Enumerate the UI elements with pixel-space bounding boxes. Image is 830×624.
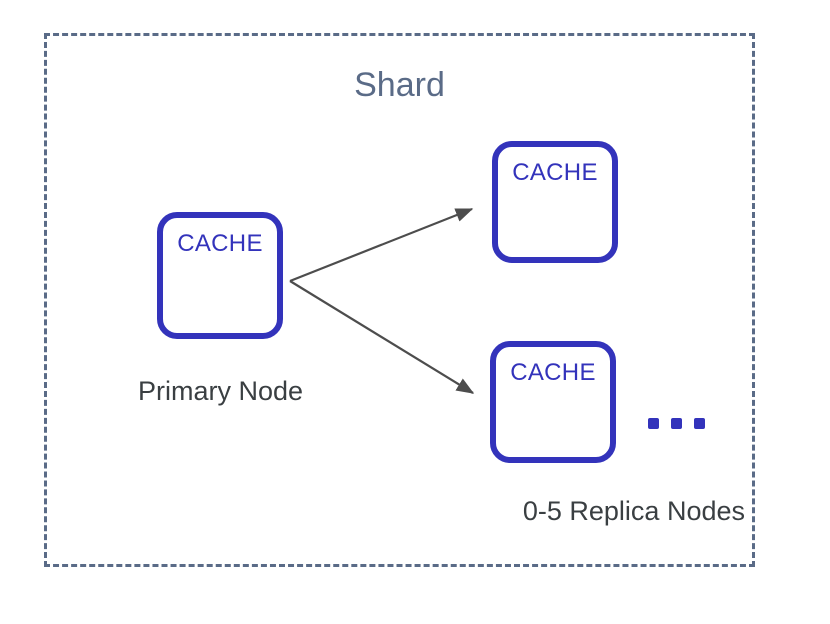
replica-nodes-caption: 0-5 Replica Nodes — [522, 496, 745, 526]
cache-node-replica-2[interactable]: CACHE — [490, 341, 616, 463]
ellipsis-dot — [671, 418, 682, 429]
ellipsis-icon — [648, 418, 705, 429]
cache-node-label: CACHE — [177, 230, 263, 257]
cache-node-label: CACHE — [510, 359, 596, 386]
cache-node-primary[interactable]: CACHE — [157, 212, 283, 339]
cache-node-label: CACHE — [512, 159, 598, 186]
shard-boundary — [44, 33, 755, 567]
ellipsis-dot — [694, 418, 705, 429]
primary-node-caption: Primary Node — [137, 376, 304, 406]
shard-title: Shard — [354, 66, 445, 104]
cache-node-replica-1[interactable]: CACHE — [492, 141, 618, 263]
ellipsis-dot — [648, 418, 659, 429]
